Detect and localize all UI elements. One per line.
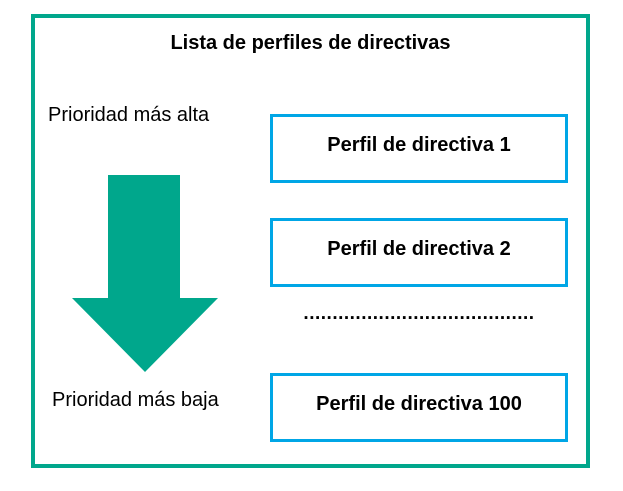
policy-profile-box-2: Perfil de directiva 2 [270,218,568,287]
priority-high-label: Prioridad más alta [48,104,210,126]
policy-profile-box-1: Perfil de directiva 1 [270,114,568,183]
ellipsis-separator: ........................................ [303,303,535,324]
policy-profile-box-100: Perfil de directiva 100 [270,373,568,442]
priority-low-label: Prioridad más baja [52,389,219,411]
diagram-title: Lista de perfiles de directivas [170,32,451,54]
down-arrow-icon [72,175,218,372]
